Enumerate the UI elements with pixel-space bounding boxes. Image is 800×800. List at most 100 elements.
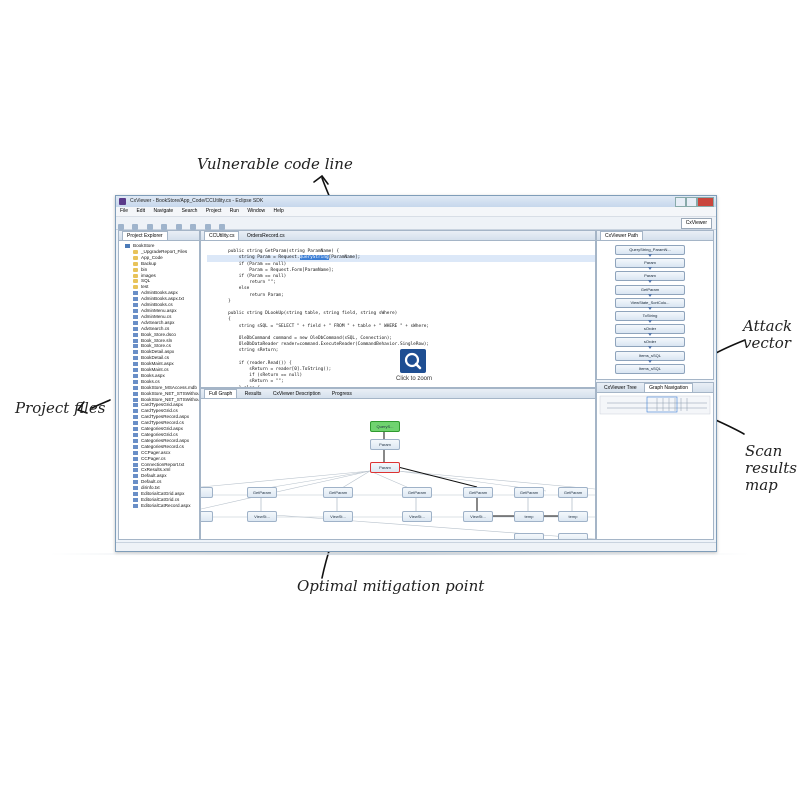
tree-file[interactable]: BookDetail.cs <box>133 355 199 361</box>
code-line: { <box>207 317 231 323</box>
graph-node-getparam[interactable]: GetParam <box>463 487 493 498</box>
tree-file[interactable]: CCPager.cs <box>133 456 199 462</box>
graph-canvas[interactable]: QueryS... Param Param GetParam GetParam … <box>201 399 595 539</box>
tree-file[interactable]: CategoriesRecord.aspx <box>133 438 199 444</box>
maximize-button[interactable] <box>686 197 697 207</box>
tree-file[interactable]: CategoriesGrid.cs <box>133 432 199 438</box>
tree-file[interactable]: Default.aspx <box>133 473 199 479</box>
tree-file[interactable]: EditorialCatGrid.cs <box>133 497 199 503</box>
tab-cxviewer-description[interactable]: CxViewer Description <box>272 391 321 397</box>
tree-file[interactable]: Book_Store.dsco <box>133 332 199 338</box>
forward-icon[interactable] <box>219 224 226 230</box>
tree-file[interactable]: Default.cs <box>133 479 199 485</box>
tree-folder[interactable]: bin <box>133 267 199 273</box>
debug-icon[interactable] <box>161 224 168 230</box>
minimize-button[interactable] <box>675 197 686 207</box>
tree-file[interactable]: Book_Store.cs <box>133 343 199 349</box>
tree-root[interactable]: BookStore <box>125 243 199 249</box>
tree-file[interactable]: BookMaint.cs <box>133 367 199 373</box>
tree-file[interactable]: AdminBooks.aspx <box>133 290 199 296</box>
print-icon[interactable] <box>146 224 153 230</box>
tree-folder[interactable]: SQL <box>133 278 199 284</box>
graph-node-edge-left[interactable] <box>201 511 213 522</box>
menu-edit[interactable]: Edit <box>136 208 146 214</box>
tree-file[interactable]: EditorialCatGrid.aspx <box>133 491 199 497</box>
graph-node-viewstate[interactable]: ViewSt... <box>463 511 493 522</box>
tree-file[interactable]: BookStore_MSAccess.mdb <box>133 385 199 391</box>
tab-full-graph[interactable]: Full Graph <box>204 389 238 398</box>
tree-file[interactable]: Book_Store.sln <box>133 338 199 344</box>
graph-node-partial[interactable] <box>558 533 588 539</box>
tab-ccutility[interactable]: CCUtility.cs <box>204 231 240 240</box>
menu-navigate[interactable]: Navigate <box>153 208 174 214</box>
graph-node-temp[interactable]: temp <box>558 511 588 522</box>
tree-file[interactable]: EditorialCatRecord.aspx <box>133 503 199 509</box>
close-button[interactable] <box>697 197 714 207</box>
tree-file[interactable]: dirinfo.txt <box>133 485 199 491</box>
back-icon[interactable] <box>204 224 211 230</box>
tree-file[interactable]: Books.aspx <box>133 373 199 379</box>
new-icon[interactable] <box>118 224 124 230</box>
graph-node-temp[interactable]: temp <box>514 511 544 522</box>
graph-node-getparam[interactable]: GetParam <box>514 487 544 498</box>
graph-node-getparam[interactable]: GetParam <box>247 487 277 498</box>
scan-results-minimap[interactable] <box>597 393 713 539</box>
tree-file[interactable]: CardTypesRecord.cs <box>133 420 199 426</box>
search-icon[interactable] <box>190 224 197 230</box>
run-icon[interactable] <box>175 224 182 230</box>
zoom-button[interactable] <box>400 349 426 373</box>
tree-file[interactable]: CardTypesRecord.aspx <box>133 414 199 420</box>
graph-node-edge-left[interactable] <box>201 487 213 498</box>
menu-search[interactable]: Search <box>181 208 198 214</box>
graph-node-querystring[interactable]: QueryS... <box>370 421 400 432</box>
tab-ordersrecord[interactable]: OrdersRecord.cs <box>246 233 285 239</box>
graph-node-partial[interactable] <box>514 533 544 539</box>
tree-file[interactable]: AdminMenu.cs <box>133 314 199 320</box>
tree-file[interactable]: CCPager.ascx <box>133 450 199 456</box>
tree-folder[interactable]: _UpgradeReport_Files <box>133 249 199 255</box>
tree-file[interactable]: AdminMenu.aspx <box>133 308 199 314</box>
save-icon[interactable] <box>132 224 139 230</box>
path-node[interactable]: Items_sSQL <box>615 363 685 374</box>
graph-node-viewstate[interactable]: ViewSt... <box>402 511 432 522</box>
tree-file[interactable]: Books.cs <box>133 379 199 385</box>
menu-project[interactable]: Project <box>205 208 222 214</box>
graph-node-param[interactable]: Param <box>370 439 400 450</box>
graph-node-getparam[interactable]: GetParam <box>402 487 432 498</box>
graph-node-getparam[interactable]: GetParam <box>323 487 353 498</box>
tree-folder[interactable]: Backup <box>133 261 199 267</box>
tree-file[interactable]: CardTypesGrid.aspx <box>133 402 199 408</box>
tree-file[interactable]: CategoriesRecord.cs <box>133 444 199 450</box>
perspective-cxviewer[interactable]: CxViewer <box>680 218 712 229</box>
tab-results[interactable]: Results <box>244 391 262 397</box>
tree-file[interactable]: CardTypesGrid.cs <box>133 408 199 414</box>
tree-file[interactable]: AdvSearch.aspx <box>133 320 199 326</box>
menu-window[interactable]: Window <box>247 208 266 214</box>
tab-graph-navigation[interactable]: Graph Navigation <box>644 383 694 392</box>
menu-help[interactable]: Help <box>273 208 284 214</box>
graph-node-getparam[interactable]: GetParam <box>558 487 588 498</box>
graph-node-viewstate[interactable]: ViewSt... <box>323 511 353 522</box>
tree-folder[interactable]: App_Code <box>133 255 199 261</box>
tree-file[interactable]: CxResults.xml <box>133 467 199 473</box>
tree-folder[interactable]: test <box>133 284 199 290</box>
tree-file[interactable]: BookStore_NET_STSWithout <box>133 397 199 403</box>
tab-cxviewer-tree[interactable]: CxViewer Tree <box>604 385 637 391</box>
graph-node-viewstate[interactable]: ViewSt... <box>247 511 277 522</box>
tab-progress[interactable]: Progress <box>331 391 352 397</box>
tree-file[interactable]: AdvSearch.cs <box>133 326 199 332</box>
menu-file[interactable]: File <box>120 208 129 214</box>
tree-folder[interactable]: images <box>133 273 199 279</box>
tree-file[interactable]: ConnectionReport.txt <box>133 462 199 468</box>
tree-file[interactable]: CategoriesGrid.aspx <box>133 426 199 432</box>
tree-file[interactable]: BookStore_NET_STSWithout <box>133 391 199 397</box>
tree-file[interactable]: AdminBooks.cs <box>133 302 199 308</box>
tree-file[interactable]: AdminBooks.aspx.txt <box>133 296 199 302</box>
tab-cxviewer-path[interactable]: CxViewer Path <box>600 231 643 240</box>
tab-project-explorer[interactable]: Project Explorer <box>122 231 168 240</box>
tree-file[interactable]: BookMaint.aspx <box>133 361 199 367</box>
code-area[interactable]: public string GetParam(string ParamName)… <box>201 241 595 387</box>
graph-node-mitigation-param[interactable]: Param <box>370 462 400 473</box>
menu-run[interactable]: Run <box>229 208 239 214</box>
tree-file[interactable]: BookDetail.aspx <box>133 349 199 355</box>
